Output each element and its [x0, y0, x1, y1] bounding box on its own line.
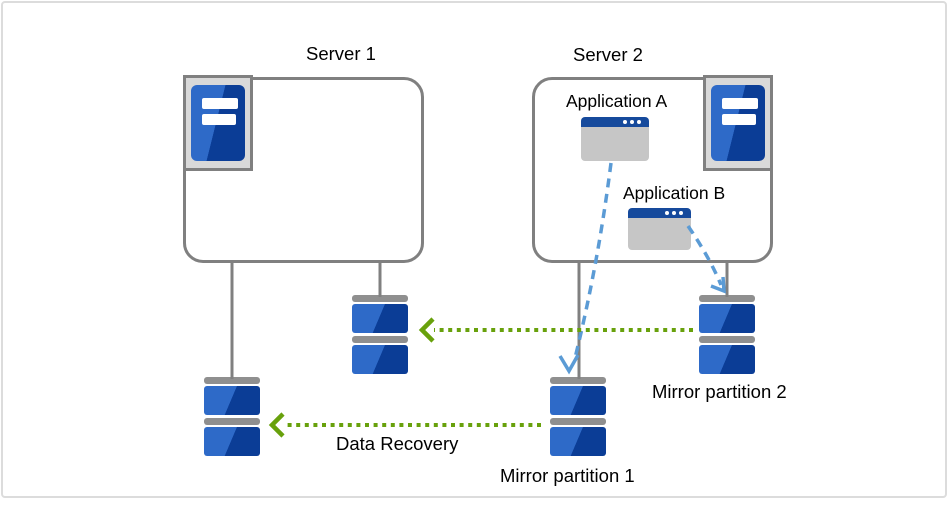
disk-platter: [550, 427, 606, 456]
disk-platter: [550, 386, 606, 415]
disk-partition-icon-mirror1: [550, 377, 606, 456]
window-dot-icon: [665, 211, 669, 215]
disk-partition-icon-server1-left: [204, 377, 260, 456]
disk-platter: [699, 304, 755, 333]
application-a-label: Application A: [566, 91, 668, 111]
data-recovery-label: Data Recovery: [336, 433, 459, 454]
window-dot-icon: [630, 120, 634, 124]
disk-platter: [204, 386, 260, 415]
mirror-partition-2-label: Mirror partition 2: [652, 381, 787, 402]
window-titlebar: [581, 117, 649, 127]
disk-bar: [699, 336, 755, 343]
disk-bar: [204, 418, 260, 425]
server-tower-icon: [191, 85, 245, 161]
tower-slot-icon: [202, 114, 236, 125]
disk-bar: [550, 377, 606, 384]
server2-icon-box: [703, 75, 773, 171]
window-dot-icon: [679, 211, 683, 215]
application-window-icon: [581, 117, 649, 161]
window-dot-icon: [623, 120, 627, 124]
window-body: [628, 218, 691, 250]
disk-partition-icon-server1-right: [352, 295, 408, 374]
tower-slot-icon: [722, 114, 756, 125]
disk-platter: [204, 427, 260, 456]
window-dot-icon: [672, 211, 676, 215]
disk-bar: [550, 418, 606, 425]
window-body: [581, 127, 649, 161]
disk-platter: [699, 345, 755, 374]
disk-bar: [699, 295, 755, 302]
disk-platter: [352, 304, 408, 333]
disk-platter: [352, 345, 408, 374]
window-dot-icon: [637, 120, 641, 124]
tower-slot-icon: [202, 98, 238, 109]
mirror-partition-1-label: Mirror partition 1: [500, 465, 635, 486]
disk-bar: [352, 336, 408, 343]
application-b-label: Application B: [623, 183, 726, 203]
application-window-icon: [628, 208, 691, 250]
disk-bar: [204, 377, 260, 384]
server1-label: Server 1: [306, 43, 376, 64]
window-titlebar: [628, 208, 691, 218]
server-tower-icon: [711, 85, 765, 161]
disk-partition-icon-mirror2: [699, 295, 755, 374]
server2-label: Server 2: [573, 44, 643, 65]
disk-bar: [352, 295, 408, 302]
tower-slot-icon: [722, 98, 758, 109]
server1-icon-box: [183, 75, 253, 171]
